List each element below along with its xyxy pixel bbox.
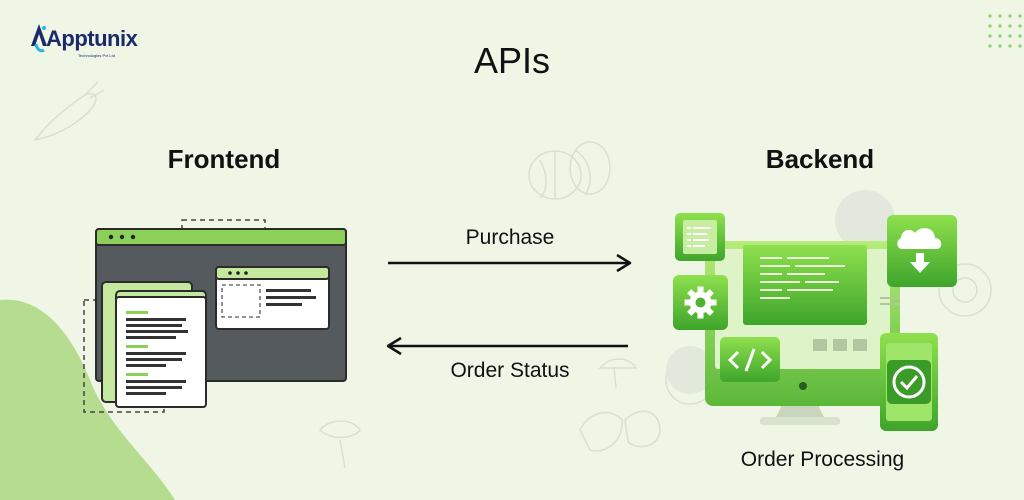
- document-icon: [675, 213, 725, 261]
- frontend-heading: Frontend: [167, 144, 281, 174]
- code-icon: [720, 337, 780, 382]
- cloud-download-icon: [887, 215, 957, 287]
- brand-name: Apptunix: [46, 26, 138, 51]
- document-icon: [126, 311, 188, 395]
- order-status-arrow: [386, 336, 628, 356]
- checkmark-icon: [880, 333, 938, 431]
- order-processing-label: Order Processing: [740, 448, 905, 471]
- order-status-label: Order Status: [450, 359, 570, 382]
- browser-window-icon: [83, 219, 347, 413]
- logo-mark-icon: [31, 24, 47, 53]
- backend-heading: Backend: [765, 144, 875, 174]
- purchase-label: Purchase: [465, 226, 555, 249]
- purchase-arrow: [388, 253, 632, 273]
- server-monitor-icon: [673, 213, 957, 431]
- brand-tagline: Technologies Pvt Ltd: [78, 53, 115, 58]
- gear-icon: [673, 275, 728, 330]
- brand-logo: Apptunix Technologies Pvt Ltd: [28, 22, 148, 62]
- flow-arrows: [386, 253, 632, 356]
- diagram-title: APIs: [473, 40, 551, 81]
